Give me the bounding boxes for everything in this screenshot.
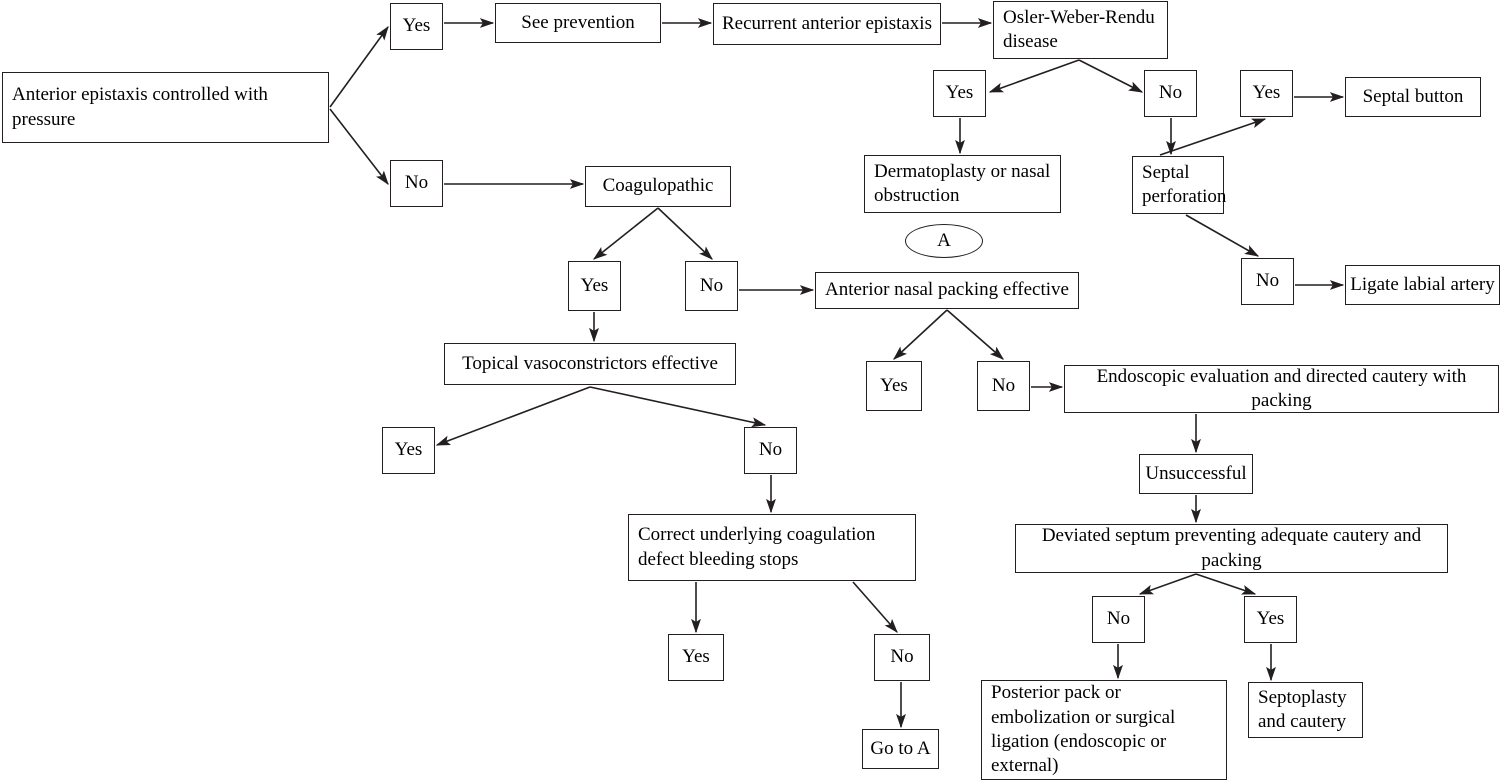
node-perf_no[interactable]: No (1241, 258, 1294, 305)
node-vaso_yes[interactable]: Yes (382, 427, 435, 474)
node-label-dev_yes: Yes (1256, 608, 1285, 630)
node-septal_perforation[interactable]: Septal perforation (1132, 156, 1227, 214)
edge-osler_weber_rendu-to-owr_no (1078, 59, 1144, 93)
edge-anterior_epistaxis-to-yes_top (329, 25, 389, 108)
node-label-septal_button: Septal button (1362, 85, 1464, 107)
node-osler_weber_rendu[interactable]: Osler-Weber-Rendu disease (993, 1, 1168, 59)
node-anterior_nasal_packing[interactable]: Anterior nasal packing effective (815, 272, 1079, 309)
node-unsuccessful[interactable]: Unsuccessful (1139, 454, 1253, 494)
edge-septal_perforation-to-perf_yes (1159, 118, 1267, 156)
node-owr_no[interactable]: No (1144, 70, 1197, 117)
node-dev_no[interactable]: No (1092, 596, 1145, 643)
node-label-coag_no: No (699, 274, 724, 296)
edge-anterior_nasal_packing-to-pack_yes (893, 309, 948, 360)
node-septoplasty[interactable]: Septoplasty and cautery (1248, 682, 1363, 738)
node-label-dev_no: No (1106, 608, 1131, 630)
node-label-anterior_epistaxis: Anterior epistaxis controlled with press… (12, 84, 268, 130)
node-dermatoplasty[interactable]: Dermatoplasty or nasal obstruction (864, 155, 1061, 213)
node-label-vaso_yes: Yes (394, 439, 423, 461)
node-label-osler_weber_rendu: Osler-Weber-Rendu disease (1003, 6, 1155, 52)
node-label-coag_yes: Yes (580, 274, 609, 296)
node-yes_top[interactable]: Yes (390, 3, 443, 50)
node-label-septal_perforation: Septal perforation (1142, 161, 1227, 207)
node-label-go_to_a: Go to A (870, 737, 931, 759)
node-label-septoplasty: Septoplasty and cautery (1258, 686, 1347, 732)
node-label-owr_yes: Yes (945, 82, 974, 104)
node-label-posterior_pack: Posterior pack or embolization or surgic… (991, 682, 1176, 777)
edge-anterior_epistaxis-to-no_top (329, 108, 389, 186)
node-anterior_epistaxis[interactable]: Anterior epistaxis controlled with press… (2, 72, 329, 143)
node-label-deviated_septum: Deviated septum preventing adequate caut… (1041, 525, 1422, 571)
node-label-corr_yes: Yes (682, 646, 710, 668)
node-label-perf_no: No (1255, 270, 1280, 292)
node-topical_vaso[interactable]: Topical vasoconstrictors effective (444, 343, 736, 385)
node-vaso_no[interactable]: No (744, 427, 797, 474)
node-septal_button[interactable]: Septal button (1345, 77, 1481, 117)
node-owr_yes[interactable]: Yes (933, 70, 986, 117)
edge-coagulopathic-to-coag_yes (592, 207, 659, 260)
node-correct_coagulation[interactable]: Correct underlying coagulation defect bl… (628, 514, 916, 581)
node-label-see_prevention: See prevention (521, 11, 635, 33)
node-corr_no[interactable]: No (874, 634, 930, 681)
node-label-perf_yes: Yes (1252, 82, 1281, 104)
node-perf_yes[interactable]: Yes (1240, 70, 1293, 117)
node-label-correct_coagulation: Correct underlying coagulation defect bl… (638, 524, 876, 570)
node-posterior_pack[interactable]: Posterior pack or embolization or surgic… (981, 680, 1227, 780)
edge-septal_perforation-to-perf_no (1185, 214, 1260, 257)
edge-layer (329, 18, 1345, 729)
node-coagulopathic[interactable]: Coagulopathic (585, 166, 731, 207)
edge-correct_coagulation-to-corr_no (852, 581, 898, 633)
node-pack_yes[interactable]: Yes (866, 361, 922, 411)
edge-anterior_nasal_packing-to-pack_no (946, 309, 1004, 360)
node-no_top[interactable]: No (390, 160, 443, 207)
node-label-recurrent_anterior_epistaxis: Recurrent anterior epistaxis (722, 12, 932, 34)
node-label-pack_no: No (991, 374, 1016, 396)
node-label-endoscopic_eval: Endoscopic evaluation and directed caute… (1096, 365, 1467, 411)
node-endoscopic_eval[interactable]: Endoscopic evaluation and directed caute… (1064, 365, 1499, 413)
node-coag_no[interactable]: No (685, 261, 738, 311)
node-label-yes_top: Yes (402, 15, 431, 37)
node-label-topical_vaso: Topical vasoconstrictors effective (462, 352, 718, 374)
edge-topical_vaso-to-vaso_yes (435, 386, 591, 446)
node-label-pack_yes: Yes (880, 374, 908, 396)
node-label-anterior_nasal_packing: Anterior nasal packing effective (825, 279, 1069, 301)
node-label-owr_no: No (1158, 82, 1183, 104)
node-recurrent_anterior_epistaxis[interactable]: Recurrent anterior epistaxis (713, 3, 941, 45)
node-label-vaso_no: No (758, 439, 783, 461)
node-label-unsuccessful: Unsuccessful (1145, 462, 1247, 484)
node-dev_yes[interactable]: Yes (1244, 596, 1297, 643)
node-label-coagulopathic: Coagulopathic (602, 175, 714, 197)
node-pack_no[interactable]: No (977, 361, 1030, 411)
node-corr_yes[interactable]: Yes (668, 634, 724, 681)
node-label-corr_no: No (890, 646, 914, 668)
node-go_to_a[interactable]: Go to A (862, 729, 939, 769)
edge-topical_vaso-to-vaso_no (589, 386, 767, 428)
edge-deviated_septum-to-dev_yes (1195, 573, 1257, 595)
edge-deviated_septum-to-dev_no (1138, 573, 1197, 595)
node-coag_yes[interactable]: Yes (568, 261, 621, 311)
node-label-no_top: No (404, 172, 429, 194)
edge-osler_weber_rendu-to-owr_yes (988, 59, 1080, 93)
node-deviated_septum[interactable]: Deviated septum preventing adequate caut… (1015, 524, 1448, 573)
node-label-ligate_labial_artery: Ligate labial artery (1350, 273, 1495, 295)
node-node_a[interactable]: A (905, 224, 983, 258)
node-label-dermatoplasty: Dermatoplasty or nasal obstruction (874, 160, 1051, 206)
node-ligate_labial_artery[interactable]: Ligate labial artery (1345, 265, 1500, 305)
node-label-node_a: A (937, 230, 951, 251)
edge-coagulopathic-to-coag_no (657, 207, 713, 260)
node-see_prevention[interactable]: See prevention (495, 3, 661, 43)
